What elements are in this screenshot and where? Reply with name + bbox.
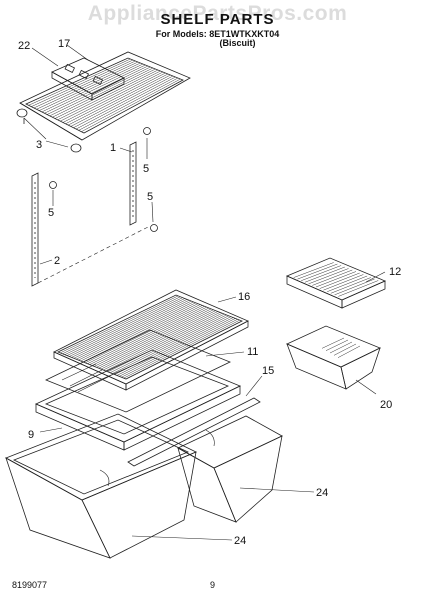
- callout-5-left: 5: [48, 207, 54, 219]
- page-number: 9: [210, 580, 216, 590]
- page-title: SHELF PARTS: [160, 11, 275, 28]
- shelf-rail-right: [129, 141, 137, 226]
- crisper-drawer-small: [286, 325, 381, 390]
- callout-15: 15: [262, 365, 274, 377]
- color-variant: (Biscuit): [219, 38, 256, 48]
- callout-9: 9: [28, 429, 34, 441]
- screw-part: [49, 127, 158, 232]
- callout-16: 16: [238, 291, 250, 303]
- cover-bar: [127, 397, 261, 467]
- callout-24-right: 24: [316, 487, 328, 499]
- leader-lines: [23, 44, 386, 541]
- crisper-cover-shelf: [285, 257, 387, 309]
- callout-20: 20: [380, 399, 392, 411]
- callout-17: 17: [58, 38, 70, 50]
- models-line: For Models: 8ET1WTKXKT04: [155, 29, 280, 39]
- callout-3: 3: [36, 139, 42, 151]
- crisper-drawer-large-left: [5, 413, 197, 559]
- callout-11: 11: [247, 346, 258, 358]
- glass-panel: [45, 329, 231, 413]
- shelf-bracket-part: [16, 108, 82, 153]
- callout-5-right: 5: [147, 191, 153, 203]
- document-number: 8199077: [12, 580, 48, 590]
- callout-12: 12: [389, 266, 401, 278]
- watermark: AppliancePartsPros.com: [87, 2, 348, 25]
- main-wire-shelf: [53, 289, 249, 391]
- crisper-drawer-large-right: [177, 415, 283, 523]
- callout-1: 1: [110, 142, 116, 154]
- shelf-rail-left: [31, 172, 39, 287]
- wire-shelf-top: [19, 51, 191, 141]
- crisper-clip-part: [51, 57, 125, 101]
- callout-22: 22: [18, 40, 30, 52]
- callout-24-bottom: 24: [234, 535, 246, 547]
- callout-5-top: 5: [143, 163, 149, 175]
- callout-2: 2: [54, 255, 60, 267]
